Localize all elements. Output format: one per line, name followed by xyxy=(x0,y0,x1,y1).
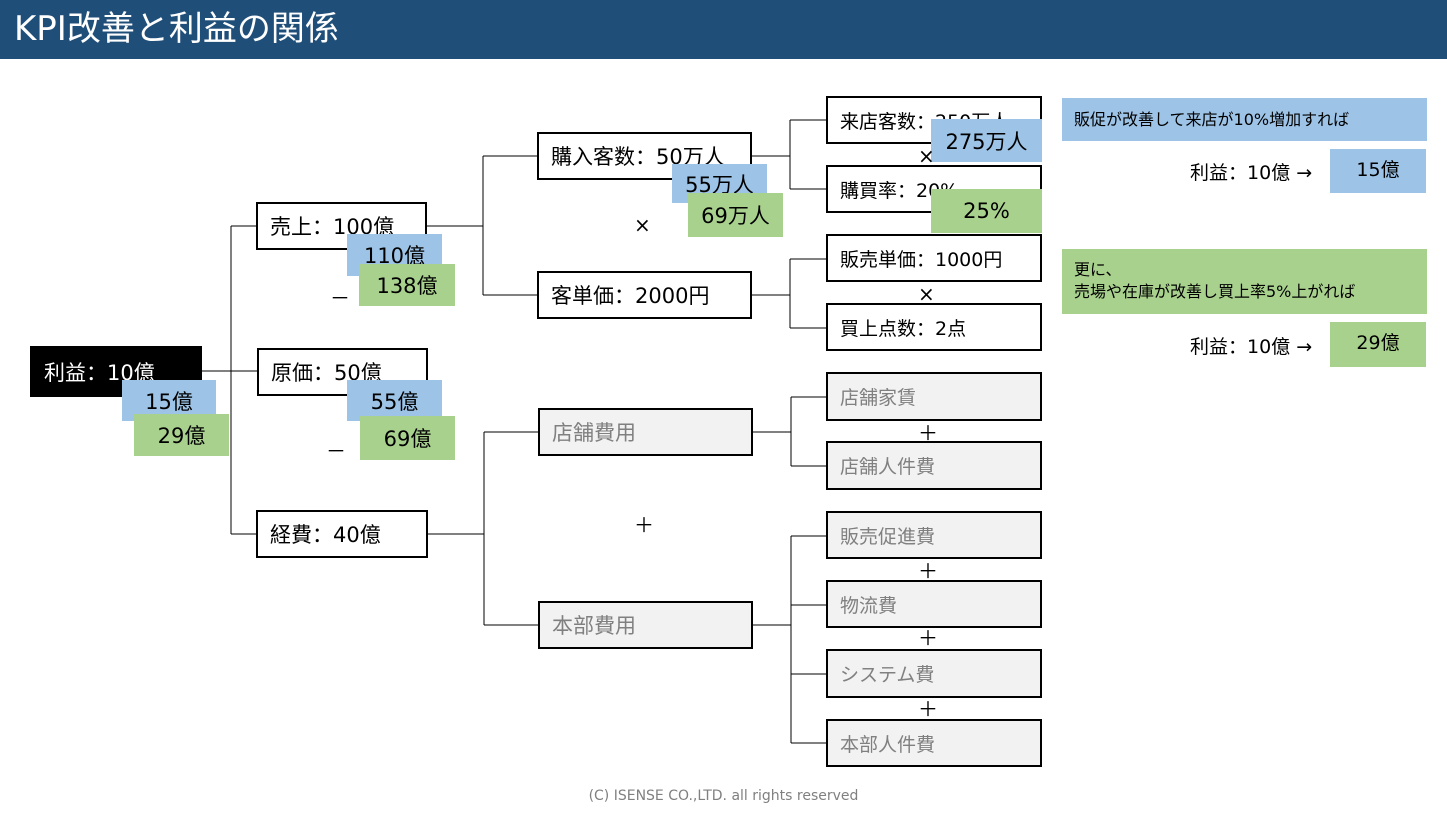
scenario2-note: 更に、 売場や在庫が改善し買上率5%上がれば xyxy=(1062,249,1427,314)
promo-box: 販売促進費 xyxy=(826,511,1042,559)
plus-operator: ＋ xyxy=(918,559,938,583)
cost-scenario2-tag: 69億 xyxy=(360,416,455,460)
sales-scenario2-tag: 138億 xyxy=(359,264,455,306)
plus-operator: ＋ xyxy=(634,513,654,537)
scenario2-result-label: 利益：10億 → xyxy=(1190,336,1313,358)
expense-box: 経費：40億 xyxy=(256,510,428,558)
page-title: KPI改善と利益の関係 xyxy=(14,9,339,49)
copyright-footer: (C) ISENSE CO.,LTD. all rights reserved xyxy=(588,788,859,804)
minus-operator: － xyxy=(330,286,350,310)
store-cost-box: 店舗費用 xyxy=(538,408,753,456)
times-operator: × xyxy=(634,213,651,237)
store-staff-box: 店舗人件費 xyxy=(826,441,1042,490)
scenario2-result-value: 29億 xyxy=(1330,322,1426,367)
plus-operator: ＋ xyxy=(918,421,938,445)
header-bar: KPI改善と利益の関係 xyxy=(0,0,1447,59)
profit-scenario2-tag: 29億 xyxy=(134,414,229,456)
visitors-scenario1-tag: 275万人 xyxy=(931,119,1042,162)
scenario1-result-value: 15億 xyxy=(1330,149,1426,193)
plus-operator: ＋ xyxy=(918,626,938,650)
hq-cost-box: 本部費用 xyxy=(538,601,753,649)
items-box: 買上点数：2点 xyxy=(826,303,1042,351)
logistics-box: 物流費 xyxy=(826,580,1042,628)
hq-staff-box: 本部人件費 xyxy=(826,719,1042,767)
times-operator: × xyxy=(918,282,935,306)
system-box: システム費 xyxy=(826,649,1042,698)
sell-price-box: 販売単価：1000円 xyxy=(826,234,1042,282)
scenario2-note-line2: 売場や在庫が改善し買上率5%上がれば xyxy=(1074,282,1356,301)
cost-scenario1-tag: 55億 xyxy=(347,380,442,421)
buyers-scenario2-tag: 69万人 xyxy=(688,193,783,237)
times-operator: × xyxy=(918,144,935,168)
unit-price-box: 客単価：2000円 xyxy=(537,271,752,319)
purchase-rate-scenario2-tag: 25% xyxy=(931,189,1042,233)
sales-box: 売上：100億 xyxy=(256,202,427,250)
minus-operator: － xyxy=(326,439,346,463)
store-rent-box: 店舗家賃 xyxy=(826,372,1042,421)
plus-operator: ＋ xyxy=(918,697,938,721)
scenario2-note-line1: 更に、 xyxy=(1074,260,1122,279)
scenario1-result-label: 利益：10億 → xyxy=(1190,162,1313,184)
scenario1-note: 販促が改善して来店が10%増加すれば xyxy=(1062,98,1427,141)
